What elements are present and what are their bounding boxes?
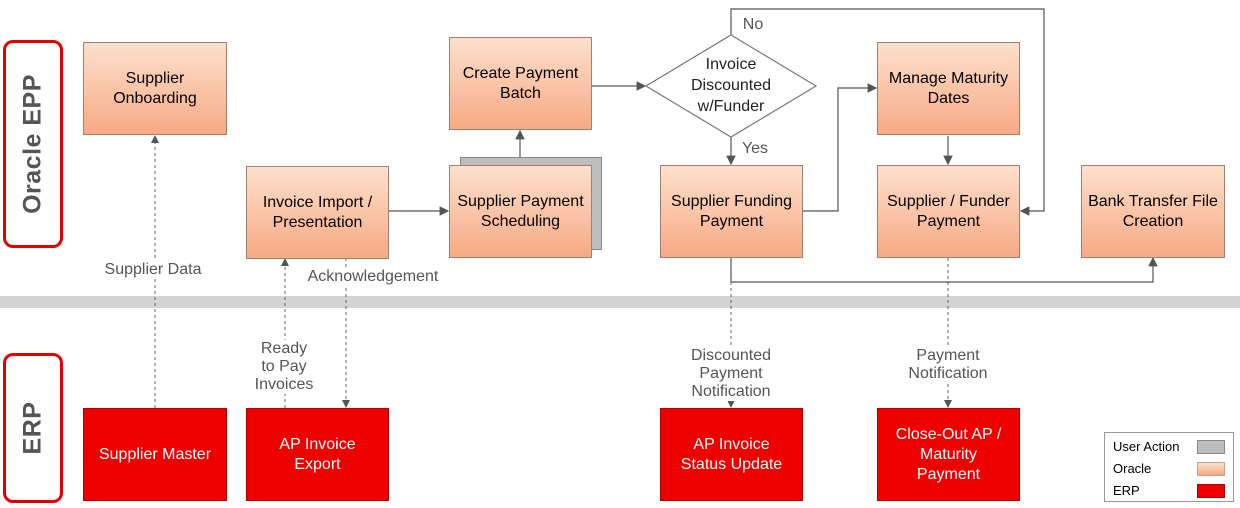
- legend-user-action-swatch: [1197, 440, 1225, 454]
- supplier-onboarding-box: Supplier Onboarding: [83, 42, 227, 135]
- legend-erp-swatch: [1197, 484, 1225, 498]
- invoice-import-box: Invoice Import / Presentation: [246, 166, 389, 259]
- close-out-ap-box: Close-Out AP / Maturity Payment: [877, 408, 1020, 501]
- legend-oracle-swatch: [1197, 462, 1225, 476]
- label-ready-to-pay: Ready to Pay Invoices: [244, 340, 324, 394]
- legend: User Action Oracle ERP: [1104, 432, 1234, 502]
- ap-invoice-status-box: AP Invoice Status Update: [660, 408, 803, 501]
- label-discounted-notification: Discounted Payment Notification: [676, 347, 786, 401]
- decision-text: Invoice Discounted w/Funder: [690, 56, 772, 115]
- arrow-to-bank-transfer: [730, 256, 1158, 283]
- supplier-payment-scheduling-box: Supplier Payment Scheduling: [449, 165, 592, 258]
- supplier-funder-payment-box: Supplier / Funder Payment: [877, 165, 1020, 258]
- bank-transfer-file-box: Bank Transfer File Creation: [1081, 165, 1225, 258]
- lane-oracle-epp: Oracle EPP: [3, 40, 63, 248]
- decision-diamond: [644, 34, 818, 138]
- arrow-funding-to-maturity: [803, 83, 878, 212]
- decision-no-label: No: [742, 16, 764, 33]
- lane-erp: ERP: [3, 353, 63, 503]
- manage-maturity-dates-box: Manage Maturity Dates: [877, 42, 1020, 135]
- supplier-funding-payment-box: Supplier Funding Payment: [660, 165, 803, 258]
- ap-invoice-export-box: AP Invoice Export: [246, 408, 389, 501]
- legend-user-action-label: User Action: [1113, 439, 1180, 454]
- label-supplier-data: Supplier Data: [93, 261, 213, 279]
- lane-divider: [0, 296, 1240, 308]
- legend-oracle-label: Oracle: [1113, 461, 1152, 476]
- create-payment-batch-box: Create Payment Batch: [449, 37, 592, 130]
- label-acknowledgement: Acknowledgement: [300, 268, 446, 286]
- legend-erp-label: ERP: [1113, 483, 1140, 498]
- label-payment-notification: Payment Notification: [893, 347, 1003, 383]
- arrow-decision-no: [730, 8, 1045, 216]
- supplier-master-box: Supplier Master: [83, 408, 227, 501]
- decision-yes-label: Yes: [741, 140, 769, 157]
